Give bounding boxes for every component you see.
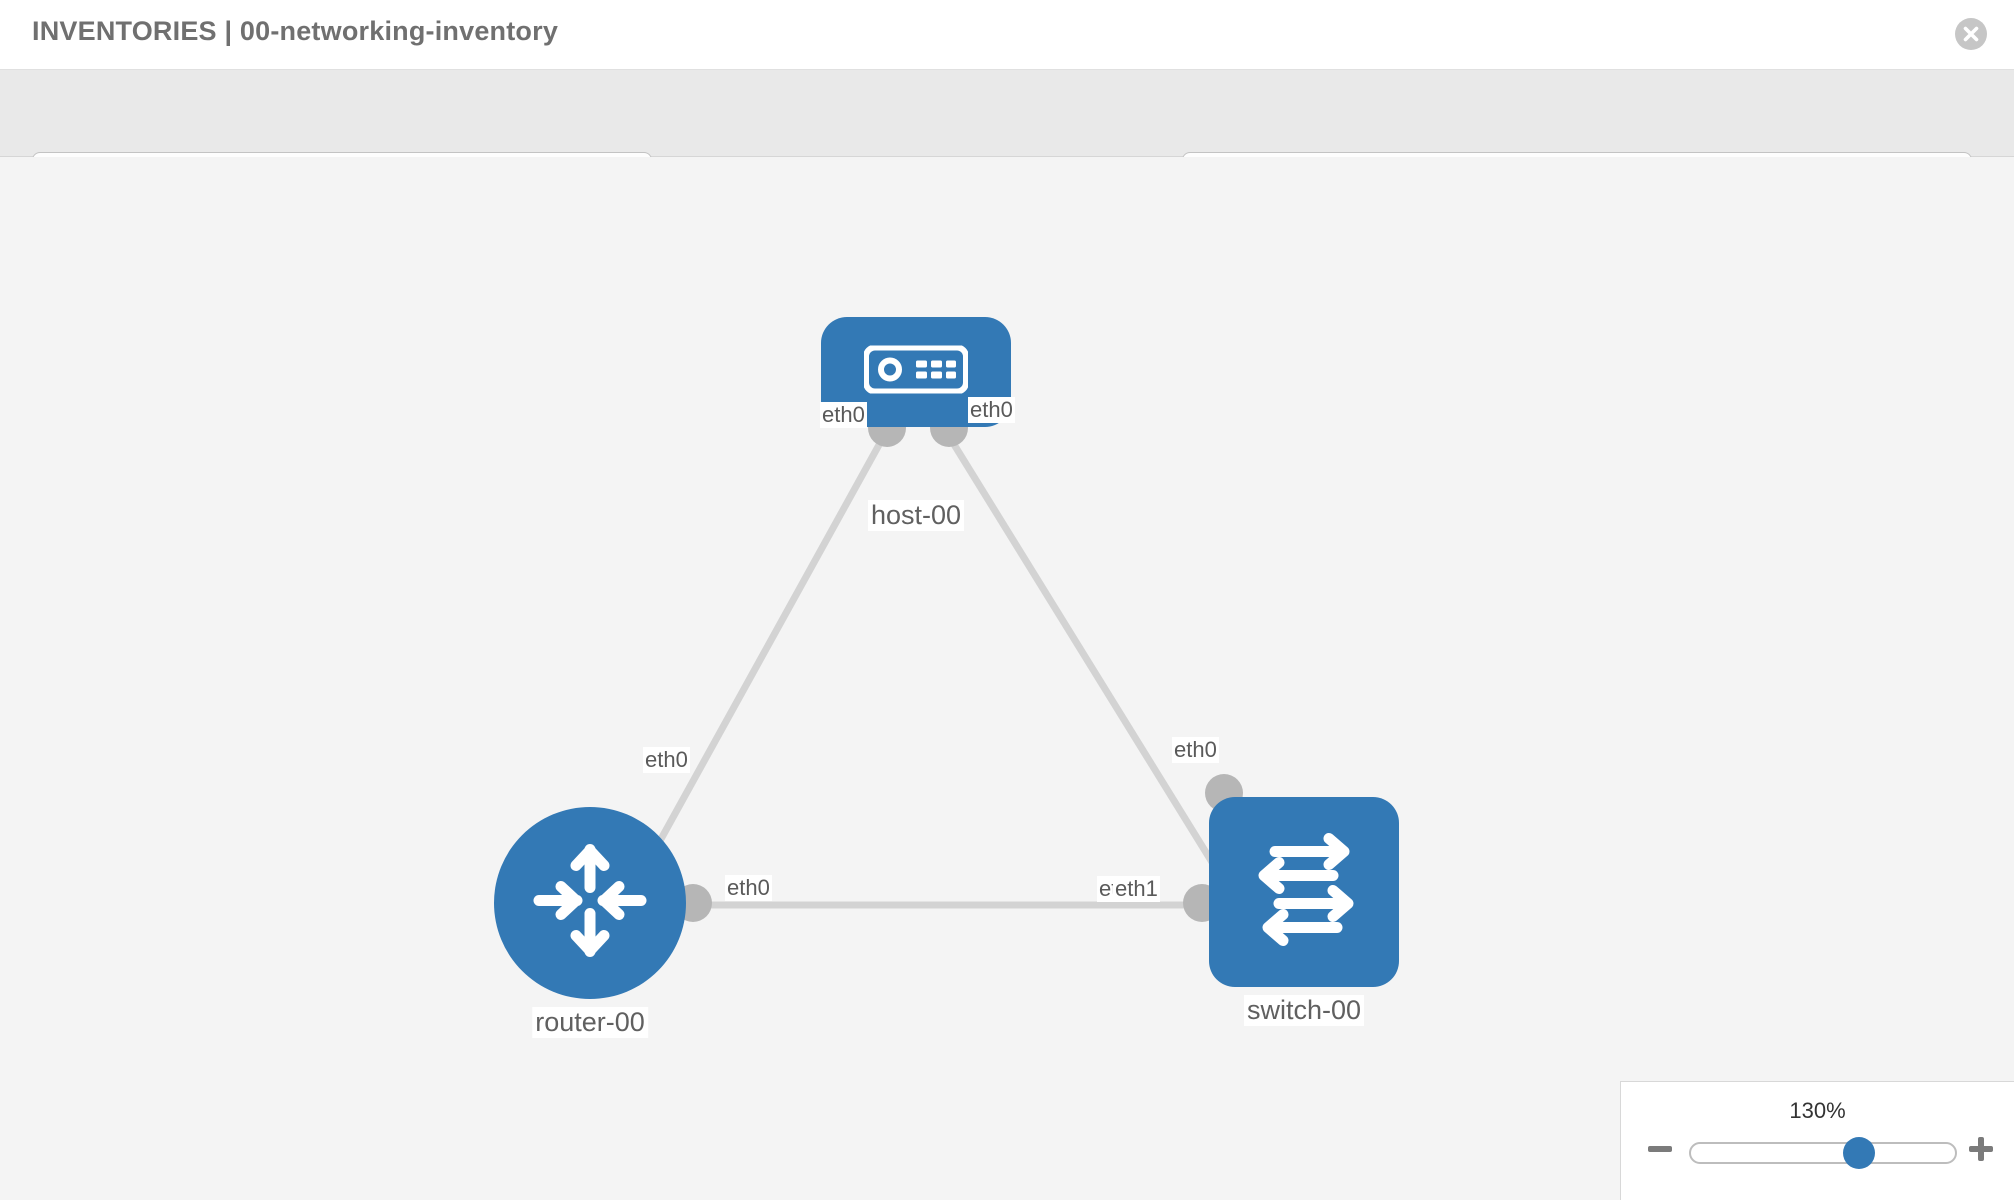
node-switch-00[interactable]: switch-00 (1209, 797, 1399, 1026)
zoom-control-panel: 130% (1620, 1081, 2014, 1200)
zoom-slider-thumb[interactable] (1843, 1137, 1875, 1169)
edge-host-router (636, 423, 894, 879)
window-title-bar: INVENTORIES | 00-networking-inventory (0, 0, 2014, 70)
zoom-out-button[interactable] (1645, 1134, 1675, 1164)
switch-arrows-icon (1245, 831, 1363, 954)
toolbar: ACTIONS SEARCH (0, 70, 2014, 205)
topology-edges (636, 423, 1218, 909)
node-switch-00-shape (1209, 797, 1399, 987)
zoom-level-value: 130% (1789, 1098, 1846, 1123)
close-icon[interactable] (1954, 17, 1988, 51)
zoom-in-button[interactable] (1966, 1134, 1996, 1164)
iface-label-host-left: eth0 (820, 402, 867, 428)
iface-label-switch-up: eth0 (1172, 737, 1219, 763)
node-switch-00-label: switch-00 (1243, 995, 1365, 1026)
iface-label-host-right: eth0 (968, 397, 1015, 423)
zoom-slider[interactable] (1689, 1137, 1957, 1169)
node-host-00-label: host-00 (867, 500, 965, 531)
node-router-00-label: router-00 (532, 1007, 648, 1038)
node-router-00[interactable]: router-00 (494, 807, 686, 1038)
edge-host-switch (939, 423, 1218, 869)
iface-label-switch-left-front: eth1 (1113, 876, 1160, 902)
topology-canvas[interactable]: host-00 (0, 157, 2014, 1200)
node-router-00-shape (494, 807, 686, 999)
iface-label-router-right: eth0 (725, 875, 772, 901)
iface-label-router-up: eth0 (643, 747, 690, 773)
page-title: INVENTORIES | 00-networking-inventory (32, 16, 559, 46)
server-device-icon (863, 344, 969, 399)
router-arrows-icon (531, 842, 649, 965)
